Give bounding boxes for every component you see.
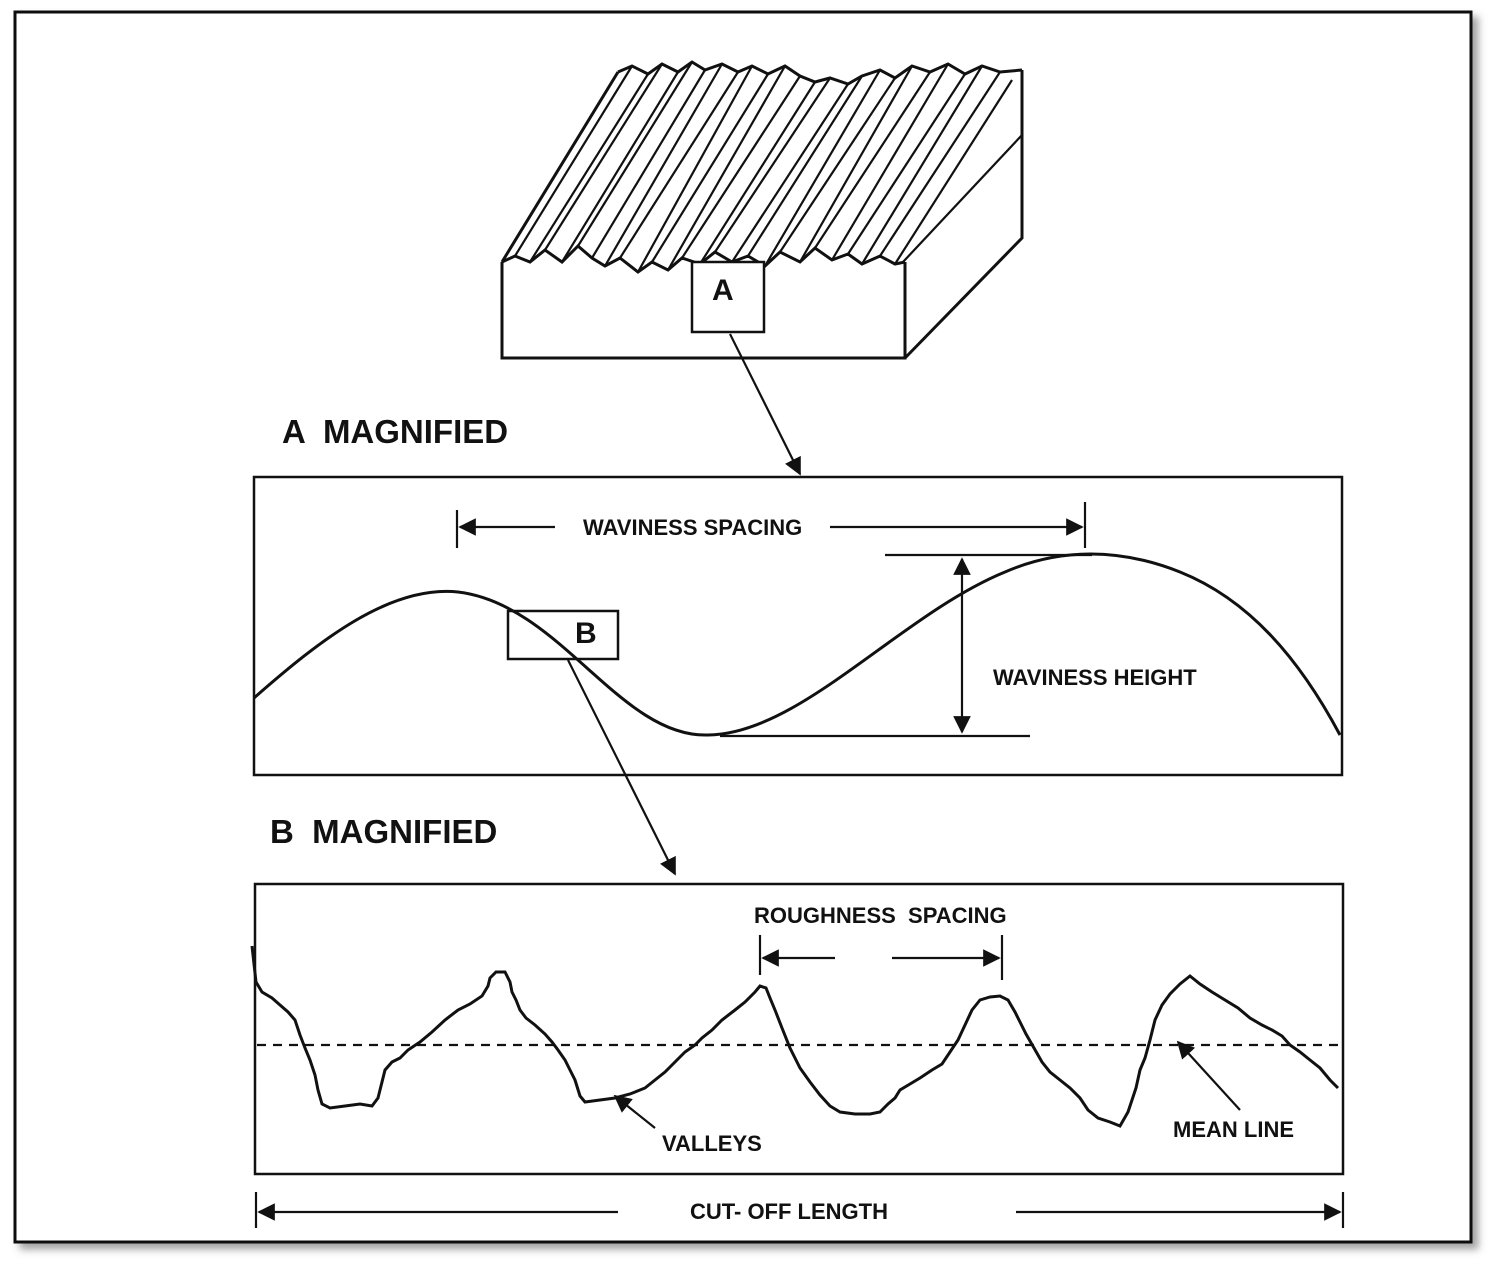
waviness-height-label: WAVINESS HEIGHT: [993, 665, 1197, 690]
box-a-label: A: [712, 274, 734, 307]
mean-line-pointer: [1176, 1040, 1241, 1111]
arrow-b-to-panel: [567, 659, 676, 876]
waviness-spacing-dimension: [455, 502, 1087, 548]
panel-a: [252, 475, 1344, 777]
roughness-spacing-label: ROUGHNESS SPACING: [754, 903, 1007, 928]
arrow-a-to-panel: [729, 333, 801, 476]
cut-off-length-label: CUT- OFF LENGTH: [690, 1199, 888, 1224]
waviness-spacing-label: WAVINESS SPACING: [583, 515, 802, 540]
a-magnified-title: A MAGNIFIED: [282, 413, 508, 450]
b-magnified-title: B MAGNIFIED: [270, 813, 497, 850]
box-a: [690, 260, 766, 334]
surface-grooves: [514, 61, 1013, 273]
waviness-height-dimension: [720, 553, 1092, 738]
waviness-curve: [253, 552, 1342, 737]
roughness-profile: [250, 945, 1340, 1128]
box-b-label: B: [575, 617, 597, 650]
box-b: [506, 609, 620, 661]
cut-off-length-dimension: [254, 1192, 1345, 1228]
roughness-spacing-dimension: [758, 935, 1004, 980]
mean-line-label: MEAN LINE: [1173, 1117, 1294, 1142]
valleys-label: VALLEYS: [662, 1131, 762, 1156]
surface-block: A: [500, 60, 1024, 360]
valleys-pointer: [613, 1094, 656, 1129]
